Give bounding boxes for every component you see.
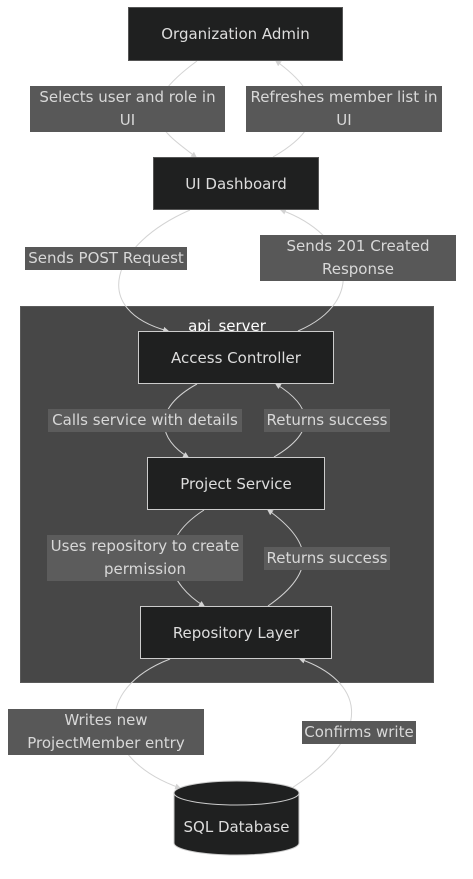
cluster-label: api_server bbox=[188, 317, 266, 335]
node-repository-layer: Repository Layer bbox=[140, 606, 332, 659]
node-label: Repository Layer bbox=[172, 623, 300, 642]
node-organization-admin: Organization Admin bbox=[128, 7, 343, 61]
edge-label-selects-user: Selects user and role in UI bbox=[30, 86, 225, 132]
edge-label-returns-success-1: Returns success bbox=[264, 409, 390, 432]
edge-label-uses-repository: Uses repository to create permission bbox=[47, 535, 243, 581]
edge-label-writes-entry: Writes new ProjectMember entry bbox=[8, 709, 204, 755]
node-ui-dashboard: UI Dashboard bbox=[153, 157, 319, 210]
node-label: SQL Database bbox=[183, 818, 290, 836]
node-label: UI Dashboard bbox=[185, 174, 287, 193]
edge-label-confirms-write: Confirms write bbox=[302, 721, 416, 744]
node-label: Organization Admin bbox=[161, 25, 310, 43]
node-label: Project Service bbox=[180, 474, 292, 493]
node-access-controller: Access Controller bbox=[138, 331, 334, 384]
edge-label-calls-service: Calls service with details bbox=[48, 409, 242, 432]
edge-label-refreshes-list: Refreshes member list in UI bbox=[246, 86, 442, 132]
node-sql-database bbox=[173, 780, 300, 856]
node-label: Access Controller bbox=[171, 348, 301, 367]
edge-label-returns-success-2: Returns success bbox=[264, 547, 390, 570]
edge-label-sends-post: Sends POST Request bbox=[25, 247, 187, 270]
edge-label-sends-201: Sends 201 Created Response bbox=[260, 235, 456, 281]
node-project-service: Project Service bbox=[147, 457, 325, 510]
